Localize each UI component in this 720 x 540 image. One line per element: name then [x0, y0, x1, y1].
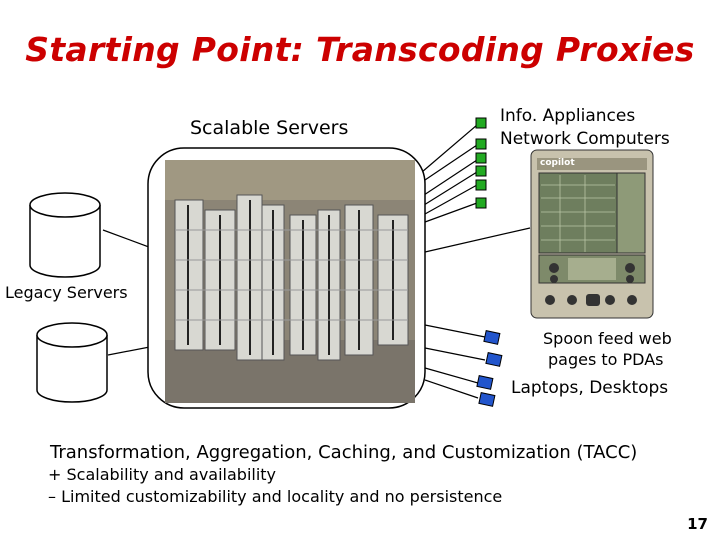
legacy-servers-label: Legacy Servers — [5, 283, 128, 302]
info-appliances-label: Info. Appliances — [500, 106, 636, 126]
server-rack-image — [165, 160, 415, 403]
appliance-links — [421, 124, 531, 253]
page-number: 17 — [687, 515, 708, 533]
bullet-item: + Scalability and availability — [48, 465, 276, 484]
network-computers-label: Network Computers — [500, 129, 670, 149]
pda-brand-label: copilot — [540, 158, 575, 168]
laptops-desktops-label: Laptops, Desktops — [511, 378, 669, 398]
bullet-text: Limited customizability and locality and… — [61, 487, 503, 506]
spoon-feed-label-line1: Spoon feed web — [543, 329, 672, 348]
laptop-boxes — [476, 330, 503, 407]
appliance-boxes — [475, 117, 487, 209]
bullet-mark: – — [48, 487, 56, 506]
slide-title: Starting Point: Transcoding Proxies — [25, 30, 695, 69]
legacy-server-icons — [29, 192, 108, 403]
pda-device — [530, 149, 654, 319]
spoon-feed-label-line2: pages to PDAs — [548, 350, 664, 369]
laptop-links — [424, 324, 486, 399]
scalable-servers-label: Scalable Servers — [190, 117, 349, 139]
tacc-summary: Transformation, Aggregation, Caching, an… — [50, 442, 638, 463]
bullet-text: Scalability and availability — [66, 465, 277, 484]
bullet-mark: + — [48, 465, 62, 484]
bullet-item: – Limited customizability and locality a… — [48, 487, 502, 506]
